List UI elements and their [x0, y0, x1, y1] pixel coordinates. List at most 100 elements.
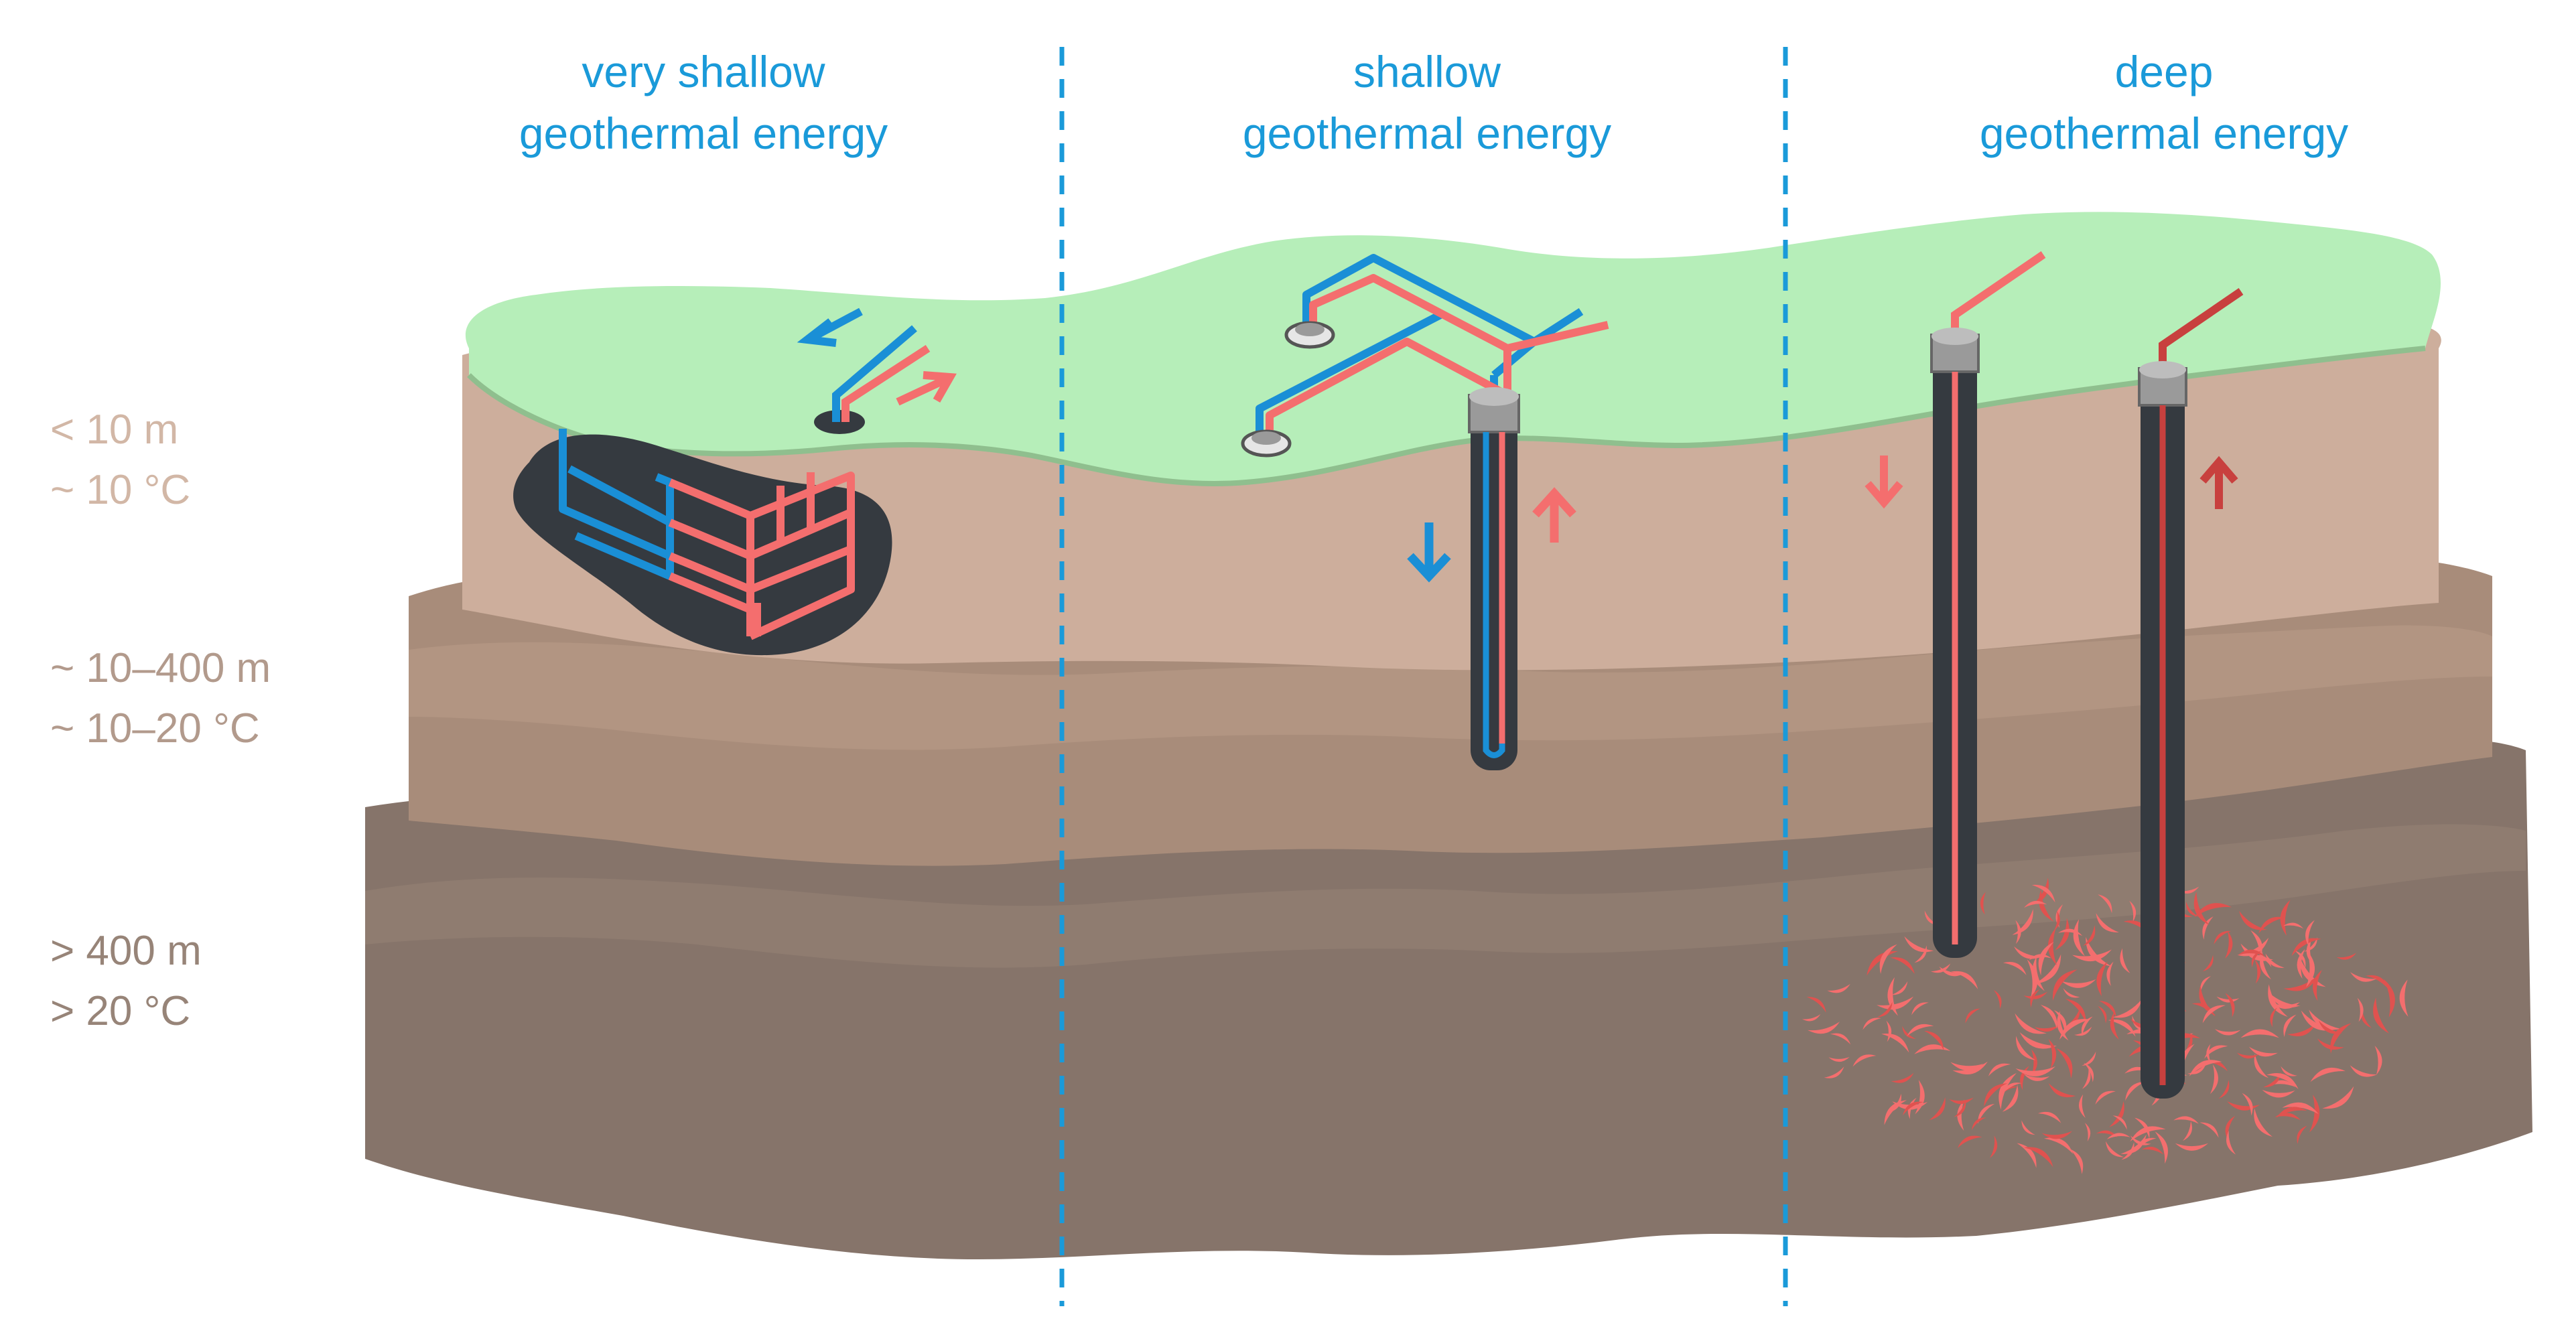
title-shallow-line1: shallow [1353, 47, 1501, 96]
reservoir-fragment [2189, 1060, 2222, 1076]
section-title-shallow: shallow geothermal energy [1243, 47, 1611, 158]
reservoir-fragment [2194, 903, 2232, 918]
reservoir-fragment [2141, 1146, 2164, 1155]
reservoir-fragment [2027, 959, 2038, 999]
reservoir-fragment [2248, 1046, 2278, 1057]
reservoir-fragment [2291, 938, 2321, 957]
reservoir-fragment [2057, 1011, 2069, 1041]
reservoir-fragment [2294, 951, 2306, 969]
reservoir-fragment [2105, 1141, 2124, 1157]
reservoir-fragment [1911, 1002, 1929, 1015]
title-deep-line1: deep [2115, 47, 2214, 96]
borehole-casing [1471, 402, 1517, 770]
warm-coil [748, 472, 855, 640]
reservoir-fragment [2283, 1014, 2297, 1038]
grass-edge [467, 346, 2426, 486]
warm-coil [668, 518, 752, 560]
reservoir-fragment [2373, 997, 2389, 1034]
reservoir-fragment [2242, 1093, 2253, 1116]
reservoir-fragment [1990, 1135, 1998, 1158]
depth-value: ~ 10–400 m [50, 645, 271, 691]
well-cap-icon [1241, 429, 1292, 458]
arrow-cold-outflow-icon [797, 307, 863, 347]
reservoir-fragment [1957, 1099, 1965, 1131]
reservoir-fragment [2041, 1131, 2073, 1139]
reservoir-fragment [1915, 1080, 1925, 1115]
reservoir-fragment [1904, 936, 1934, 953]
arrow-up-warm-icon [1532, 487, 1576, 543]
reservoir-fragment [2095, 1091, 2116, 1105]
reservoir-fragment [1907, 1097, 1917, 1119]
depth-label-middle: ~ 10–400 m ~ 10–20 °C [50, 645, 271, 752]
reservoir-fragment [2225, 993, 2235, 1018]
reservoir-fragment [2106, 961, 2114, 987]
deep-rock-band [365, 824, 2526, 968]
reservoir-fragment [2065, 999, 2086, 1024]
reservoir-fragment [2079, 1094, 2086, 1118]
reservoir-fragment [2226, 1130, 2236, 1155]
reservoir-fragment [2282, 1102, 2319, 1115]
collector-warm-coils [668, 472, 855, 640]
reservoir-fragment [2258, 916, 2285, 934]
reservoir-fragment [2129, 900, 2137, 922]
reservoir-fragment [2350, 972, 2377, 982]
reservoir-fragment [1988, 1063, 2011, 1076]
reservoir-fragment [2003, 962, 2027, 975]
reservoir-fragment [2175, 1143, 2209, 1151]
reservoir-fragment [2013, 946, 2043, 959]
title-deep-line2: geothermal energy [1980, 109, 2348, 158]
reservoir-fragment [1954, 1100, 1966, 1117]
reservoir-fragment [2108, 1020, 2136, 1037]
reservoir-fragment [2254, 1108, 2273, 1137]
reservoir-fragment [2030, 989, 2040, 1008]
reservoir-fragment [1806, 997, 1826, 1013]
reservoir-fragment [2270, 1007, 2277, 1028]
reservoir-fragment [2287, 1023, 2317, 1037]
reservoir-fragment [1891, 1072, 1914, 1083]
temperature-value: > 20 °C [50, 988, 190, 1034]
reservoir-fragment [1971, 1117, 1986, 1131]
reservoir-fragment [2254, 959, 2261, 984]
reservoir-fragment [2024, 1147, 2053, 1168]
cold-coil [559, 429, 672, 560]
reservoir-fragment [2015, 1066, 2056, 1076]
borehole-u-tube [1483, 432, 1505, 758]
deep-injection-well [1865, 251, 2046, 958]
reservoir-fragment [2096, 913, 2119, 933]
reservoir-fragment [2214, 930, 2231, 944]
reservoir-fragment [1930, 963, 1951, 973]
reservoir-fragment [1950, 1062, 1984, 1070]
reservoir-fragment [2236, 1052, 2259, 1059]
reservoir-fragment [2058, 928, 2083, 936]
surface-warm-pipes [1266, 274, 1609, 442]
reservoir-fragment [2034, 1025, 2059, 1032]
reservoir-fragment [1949, 1097, 1974, 1105]
arrow-down-warm-icon [1865, 455, 1903, 509]
reservoir-fragment [2053, 969, 2078, 1001]
reservoir-fragment [1903, 1101, 1923, 1116]
reservoir-fragment [1830, 1033, 1851, 1045]
reservoir-fragment [2031, 1049, 2037, 1076]
deep-production-well [2138, 288, 2244, 1099]
reservoir-fragment [2126, 1029, 2162, 1040]
reservoir-fragment [2206, 1044, 2211, 1063]
reservoir-fragment [2044, 1137, 2074, 1154]
reservoir-fragment [2297, 1125, 2307, 1144]
reservoir-fragment [2047, 927, 2057, 965]
reservoir-fragment [2024, 900, 2047, 908]
reservoir-fragment [2238, 949, 2265, 957]
reservoir-fragment [2276, 1107, 2307, 1118]
reservoir-fragment [2130, 1126, 2166, 1142]
reservoir-fragment [2031, 884, 2055, 903]
reservoir-fragment [2317, 1038, 2344, 1050]
warm-coil [668, 572, 752, 614]
reservoir-fragment [2015, 1013, 2047, 1034]
borehole-heat-exchanger [1241, 254, 1609, 770]
reservoir-fragment [1929, 1097, 1946, 1121]
reservoir-fragment [2084, 1123, 2091, 1142]
reservoir-fragment [2309, 1095, 2320, 1133]
reservoir-fragment [2301, 1010, 2335, 1031]
reservoir-fragment [1957, 1135, 1982, 1148]
reservoir-fragment [1978, 1103, 1995, 1124]
reservoir-fragment [2185, 902, 2199, 917]
